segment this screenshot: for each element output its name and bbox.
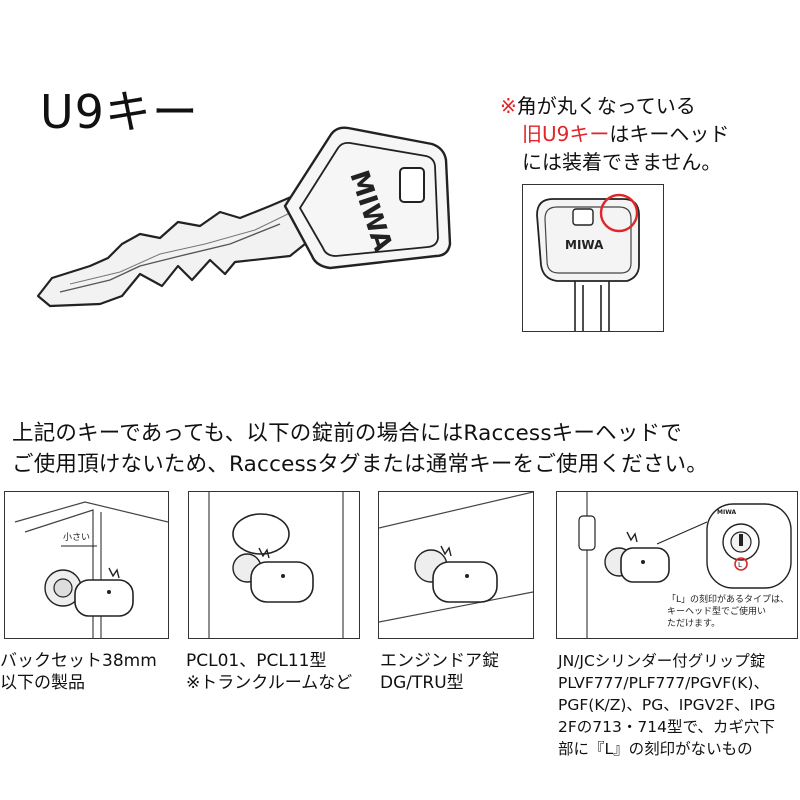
cylinder-l-mark: L — [738, 561, 742, 569]
page-title: U9キー — [40, 85, 199, 139]
notice-line3: には装着できません。 — [522, 150, 722, 174]
caption-pcl: PCL01、PCL11型 ※トランクルームなど — [186, 650, 376, 694]
panel-engine-door — [378, 491, 534, 639]
caption-grip-line2: PLVF777/PLF777/PGVF(K)、 — [558, 674, 769, 692]
caption-backset-line1: バックセット38mm — [0, 651, 157, 671]
caption-engine-door: エンジンドア錠 DG/TRU型 — [380, 650, 540, 694]
l-mark-circle — [734, 557, 748, 571]
corner-highlight-circle — [599, 193, 639, 233]
caption-engine-door-line2: DG/TRU型 — [380, 673, 464, 693]
description-line1: 上記のキーであっても、以下の錠前の場合にはRaccessキーヘッドで — [12, 421, 682, 446]
caption-grip-lock: JN/JCシリンダー付グリップ錠 PLVF777/PLF777/PGVF(K)、… — [558, 650, 798, 760]
caption-engine-door-line1: エンジンドア錠 — [380, 651, 499, 671]
caption-grip-line1: JN/JCシリンダー付グリップ錠 — [558, 652, 766, 670]
u9-key-illustration: MIWA — [36, 126, 452, 308]
notice-mark: ※ — [500, 94, 517, 118]
caption-pcl-line2: ※トランクルームなど — [186, 673, 353, 693]
notice-line2: はキーヘッド — [609, 122, 730, 146]
l-note-line1: 「L」の刻印があるタイプは、 — [667, 595, 790, 605]
caption-grip-line3: PGF(K/Z)、PG、IPGV2F、IPG — [558, 696, 776, 714]
panel-pcl — [188, 491, 360, 639]
old-key-image: MIWA — [536, 193, 640, 331]
caption-pcl-line1: PCL01、PCL11型 — [186, 651, 327, 671]
panel-backset: 小さい — [4, 491, 169, 639]
caption-grip-line5: 部に『L』の刻印がないもの — [558, 740, 753, 758]
pcl-illustration — [208, 492, 344, 638]
old-key-notice: ※角が丸くなっている 旧U9キーはキーヘッド には装着できません。 — [500, 92, 729, 176]
old-key-brand: MIWA — [565, 238, 604, 252]
backset-small-label: 小さい — [63, 532, 90, 543]
old-key-photo: MIWA — [522, 184, 664, 332]
engine-door-illustration — [379, 492, 533, 623]
caption-backset: バックセット38mm 以下の製品 — [0, 650, 180, 694]
panel-grip-lock: L MIWA 「L」の刻印があるタイプは、 キーヘッド型でご使用い ただけます。 — [556, 491, 798, 639]
grip-lock-illustration: L MIWA — [578, 492, 792, 638]
l-note-line2: キーヘッド型でご使用い — [667, 607, 767, 617]
cylinder-brand: MIWA — [717, 509, 737, 516]
notice-line1: 角が丸くなっている — [516, 94, 696, 118]
l-stamp-note: 「L」の刻印があるタイプは、 キーヘッド型でご使用い ただけます。 — [667, 594, 795, 630]
caption-grip-line4: 2Fの713・714型で、カギ穴下 — [558, 718, 775, 736]
description: 上記のキーであっても、以下の錠前の場合にはRaccessキーヘッドで ご使用頂け… — [12, 418, 792, 480]
description-line2: ご使用頂けないため、Raccessタグまたは通常キーをご使用ください。 — [12, 452, 708, 477]
old-u9-key-label: 旧U9キー — [522, 122, 610, 146]
backset-illustration: 小さい — [14, 501, 168, 638]
caption-backset-line2: 以下の製品 — [0, 673, 85, 693]
l-note-line3: ただけます。 — [667, 619, 721, 629]
